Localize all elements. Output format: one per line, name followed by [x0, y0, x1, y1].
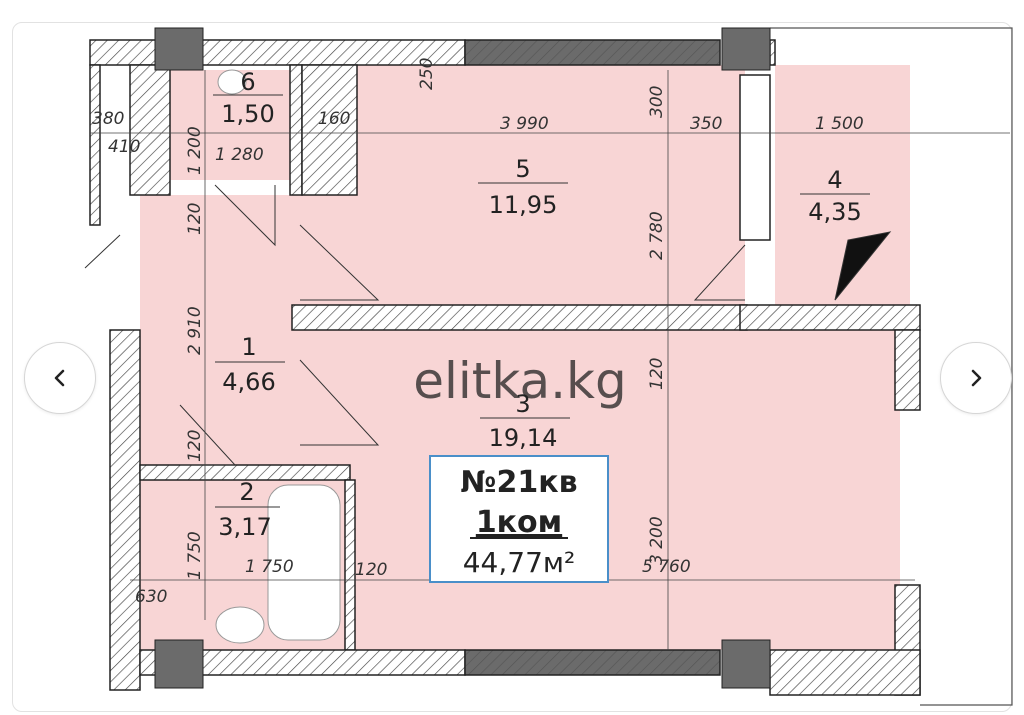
columns	[154, 27, 771, 689]
room-area: 1,50	[221, 100, 274, 128]
dim-label: 410	[108, 137, 140, 157]
fixtures	[215, 69, 341, 644]
walls	[89, 39, 921, 696]
dim-label: 1 500	[815, 114, 864, 134]
room-number: 1	[241, 333, 256, 361]
dim-label: 3 990	[500, 114, 549, 134]
dim-label: 120	[185, 430, 205, 462]
dim-label: 120	[355, 560, 387, 580]
dim-label: 1 280	[215, 145, 264, 165]
watermark: elitka.kg	[413, 352, 626, 410]
room-area: 3,17	[218, 513, 271, 541]
room-number: 2	[239, 478, 254, 506]
room-count: 1ком	[476, 505, 562, 540]
chevron-right-icon	[971, 369, 982, 387]
chevron-left-icon	[54, 369, 65, 387]
apartment-number: №21кв	[460, 465, 577, 500]
prev-image-button[interactable]	[24, 342, 96, 414]
dim-label: 300	[647, 86, 667, 118]
dim-label: 350	[690, 114, 722, 134]
dim-label: 380	[92, 109, 124, 129]
room-area: 11,95	[489, 191, 558, 219]
dim-label: 1 750	[245, 557, 294, 577]
dim-label: 5 760	[642, 557, 691, 577]
dim-label: 250	[417, 58, 437, 90]
dim-label: 120	[185, 203, 205, 235]
dim-label: 160	[318, 109, 350, 129]
dim-label: 120	[647, 358, 667, 390]
room-number: 5	[515, 155, 530, 183]
dimension-labels: 250 380 410 1 200 1 280 160 3 990 300 35…	[92, 58, 864, 607]
apartment-info-box: №21кв 1ком 44,77м²	[429, 455, 609, 583]
room-area: 4,35	[808, 198, 861, 226]
dim-label: 630	[135, 587, 167, 607]
room-number: 3	[515, 390, 530, 418]
dim-label: 2 910	[185, 306, 205, 355]
next-image-button[interactable]	[940, 342, 1012, 414]
room-number: 4	[827, 166, 842, 194]
room-area: 4,66	[222, 368, 275, 396]
total-area: 44,77м²	[463, 546, 576, 579]
balcony-outline	[770, 27, 1013, 706]
dim-label: 1 200	[185, 126, 205, 175]
dim-label: 3 200	[647, 516, 667, 565]
room-area: 19,14	[489, 424, 558, 452]
dim-label: 2 780	[647, 211, 667, 260]
room-labels: 1 4,66 2 3,17 3 19,14 4 4,35 5 11,95 6 1…	[213, 68, 870, 541]
dim-label: 1 750	[185, 531, 205, 580]
door-swings	[84, 184, 892, 466]
room-number: 6	[240, 68, 255, 96]
